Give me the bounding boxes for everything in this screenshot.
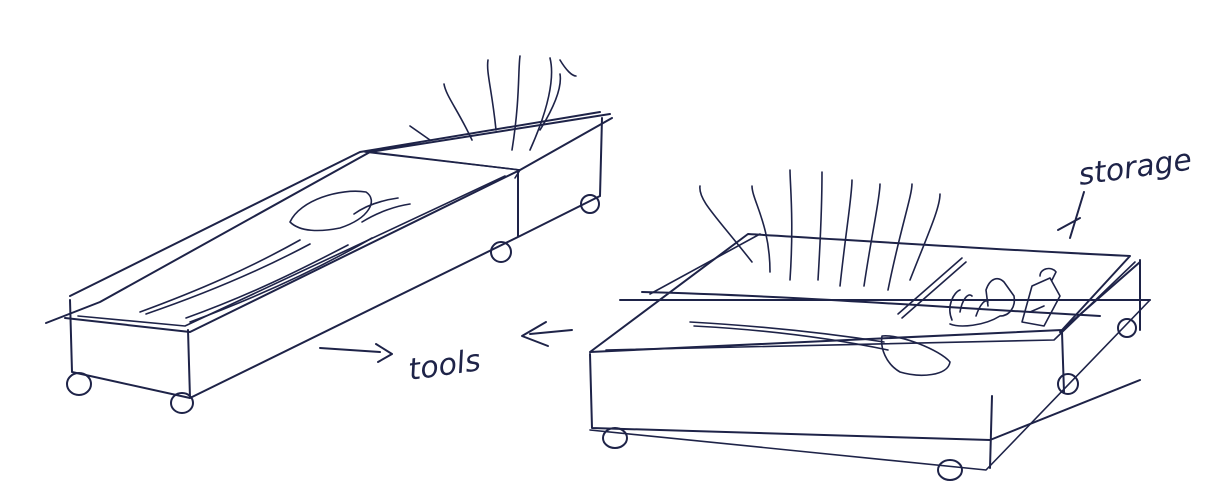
storage-label: storage (1076, 142, 1194, 193)
arrow-to-storage (1057, 191, 1085, 239)
arrow-to-right-tray (521, 321, 573, 347)
right-tray-sticks (699, 169, 941, 291)
right-tray-gloves (949, 277, 1016, 327)
right-tray-wheel-1 (602, 427, 628, 449)
right-tray-bottom (589, 299, 1151, 471)
left-tray-wheel-4 (580, 194, 600, 214)
arrow-to-left-tray (319, 343, 393, 363)
left-tray-wheel-3 (490, 241, 512, 263)
tools-label: tools (406, 343, 483, 388)
left-tray (45, 55, 613, 414)
left-tray-wheel-1 (66, 372, 92, 396)
left-tray-tool-handle (139, 237, 373, 323)
right-tray-rim (589, 233, 1151, 353)
right-tray-tool-head (880, 335, 951, 376)
right-tray-front (589, 259, 1141, 469)
left-tray-wheel-2 (170, 392, 194, 414)
left-tray-inner-rim (77, 151, 521, 327)
left-tray-tool-head (289, 190, 411, 232)
right-tray-tool-handle (689, 321, 889, 351)
right-tray-wheel-3 (1057, 373, 1079, 395)
right-tray-wheel-4 (1117, 318, 1137, 338)
storage-annotation: storage (1057, 142, 1194, 239)
tools-annotation: tools (319, 321, 573, 388)
right-tray-divider (897, 257, 967, 319)
right-tray-inner-rim (605, 233, 1136, 351)
left-tray-front (69, 117, 603, 399)
left-tray-sticks (443, 55, 577, 151)
right-tray-wheel-2 (937, 459, 963, 481)
left-tray-divider (364, 125, 521, 171)
left-tray-rim (45, 111, 613, 333)
right-tray-bottle (1021, 267, 1061, 327)
right-tray (589, 169, 1151, 481)
